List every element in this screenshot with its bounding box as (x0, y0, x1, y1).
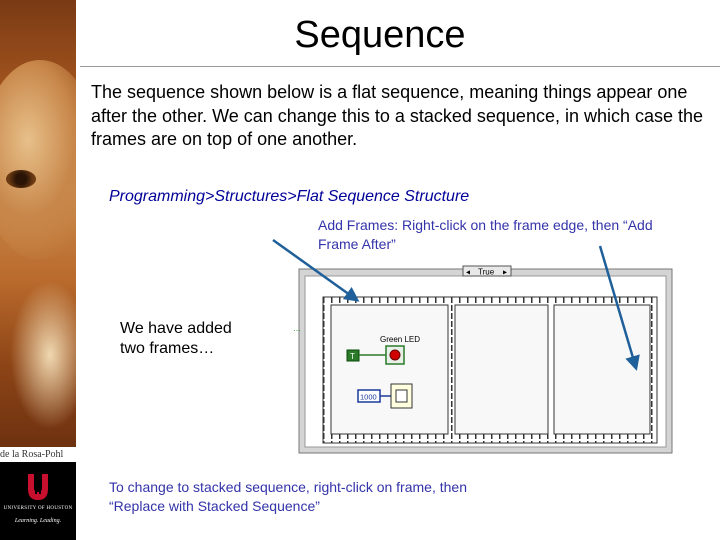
sequence-frame-1[interactable] (330, 304, 449, 435)
added-frames-note: We have added two frames… (120, 320, 232, 357)
slide-title: Sequence (294, 14, 466, 56)
cougar-fur-highlight (0, 60, 76, 260)
boolean-constant-label: T (350, 352, 355, 361)
case-prev-arrow-icon[interactable]: ◂ (466, 268, 470, 277)
tunnel-marker-icon: ⋯ (293, 326, 301, 335)
uh-logo-icon (28, 474, 48, 500)
logo-tagline: Learning. Leading. (14, 518, 62, 524)
led-bulb-icon (389, 349, 401, 361)
title-divider (80, 66, 720, 67)
callout-arrow-right (598, 245, 640, 371)
wait-clock-icon (395, 389, 408, 403)
cougar-muzzle (10, 280, 76, 430)
led-label: Green LED (380, 335, 420, 344)
case-selector[interactable] (462, 265, 512, 277)
callout-arrow-left (272, 238, 360, 302)
flat-sequence (322, 296, 658, 444)
logo-university-name: UNIVERSITY OF HOUSTON (3, 506, 73, 511)
stacked-sequence-note: To change to stacked sequence, right-cli… (109, 479, 467, 514)
case-selector-label: True (478, 268, 495, 277)
sequence-frame-3[interactable] (553, 304, 651, 435)
case-next-arrow-icon[interactable]: ▸ (503, 268, 507, 277)
university-logo-box (0, 462, 76, 540)
sequence-frame-2[interactable] (454, 304, 549, 435)
menu-path: Programming>Structures>Flat Sequence Str… (109, 188, 470, 205)
cougar-eye (6, 170, 36, 188)
body-paragraph: The sequence shown below is a flat seque… (91, 82, 704, 149)
author-credit: de la Rosa-Pohl (0, 447, 76, 462)
numeric-constant-label: 1000 (360, 393, 377, 402)
add-frames-note: Add Frames: Right-click on the frame edg… (318, 217, 653, 252)
